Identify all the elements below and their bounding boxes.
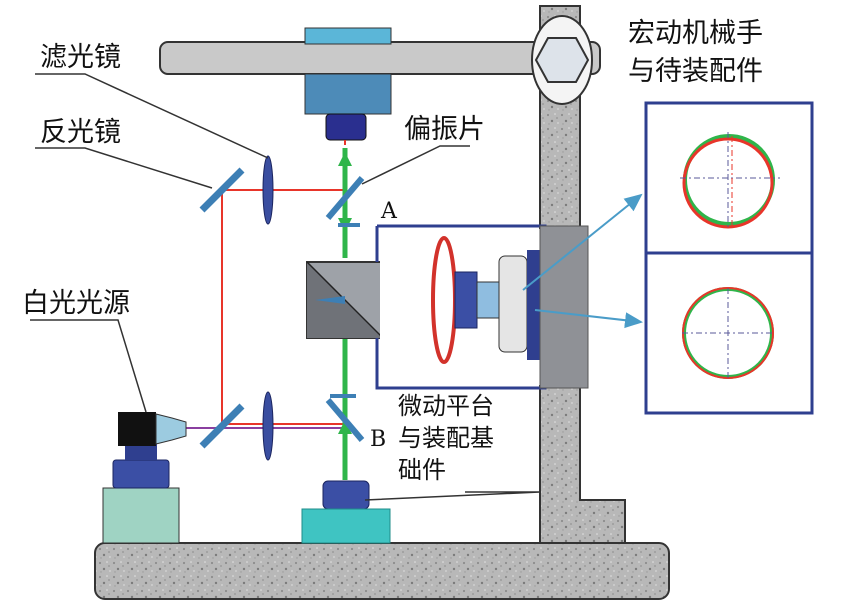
label-stage-line2: 与装配基 bbox=[398, 424, 494, 452]
component-mount bbox=[527, 250, 541, 360]
label-robot-line1: 宏动机械手 bbox=[628, 18, 763, 49]
micro-stage-top bbox=[322, 480, 370, 510]
base-platform bbox=[94, 542, 670, 600]
blue-reflection bbox=[315, 296, 345, 304]
label-point-b: B bbox=[370, 427, 386, 452]
polarizer-mirror-a bbox=[325, 176, 365, 220]
component-lens bbox=[454, 271, 478, 329]
component-neck bbox=[476, 281, 500, 319]
top-camera-head bbox=[304, 27, 392, 45]
green-arrow-mid bbox=[338, 420, 352, 434]
label-robot-line2: 与待装配件 bbox=[628, 56, 763, 87]
reflector-mirror-bottom bbox=[199, 403, 245, 449]
inset-pointer-top bbox=[522, 193, 643, 291]
inset-bottom-rings bbox=[682, 287, 774, 379]
label-filter: 滤光镜 bbox=[40, 42, 121, 73]
polarizer-mirror-b bbox=[325, 398, 365, 442]
clamp-block bbox=[539, 225, 589, 389]
label-polarizer: 偏振片 bbox=[404, 114, 485, 145]
label-stage-line3: 础件 bbox=[398, 456, 446, 484]
inset-top-rings bbox=[680, 132, 780, 230]
label-point-a: A bbox=[380, 199, 398, 224]
inset-panel-top bbox=[644, 101, 814, 255]
label-light-source: 白光光源 bbox=[22, 288, 130, 319]
hex-nut-icon bbox=[534, 37, 590, 83]
reflector-mirror-top bbox=[199, 167, 245, 213]
support-column bbox=[539, 5, 626, 544]
green-arrow-up bbox=[338, 152, 352, 166]
micro-stage-base bbox=[301, 508, 391, 544]
filter-lens-bottom bbox=[262, 391, 274, 461]
inset-pointer-bottom bbox=[534, 309, 643, 329]
label-reflector: 反光镜 bbox=[40, 117, 121, 148]
top-camera-lens bbox=[325, 113, 367, 141]
component-disc bbox=[498, 255, 528, 353]
leader-lines bbox=[30, 73, 541, 501]
top-camera-body bbox=[304, 73, 392, 115]
light-source-assembly bbox=[102, 412, 187, 544]
label-stage-line1: 微动平台 bbox=[398, 392, 494, 420]
filter-lens-top bbox=[262, 155, 274, 225]
